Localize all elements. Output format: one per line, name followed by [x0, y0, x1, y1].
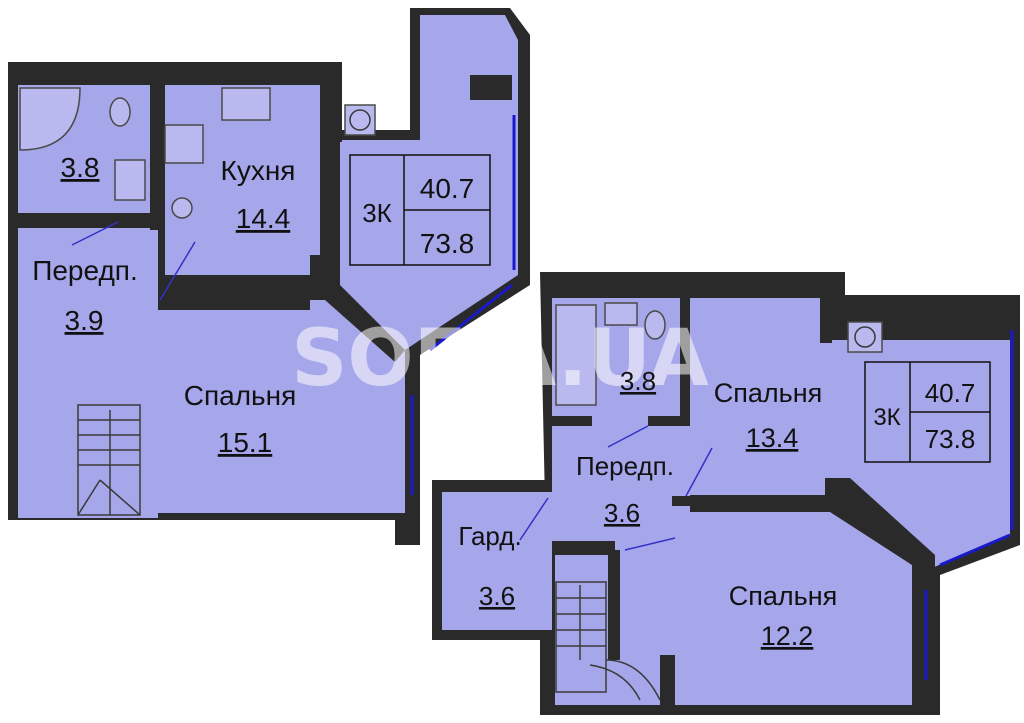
level2-bedroom-top — [690, 298, 1010, 568]
bathtub — [555, 304, 597, 406]
level1-kitchen-area: 14.4 — [236, 203, 291, 234]
level1-rooms-code: 3К — [362, 198, 392, 228]
level2-window — [939, 533, 1011, 567]
watermark: SOFIA.UA — [291, 314, 709, 404]
level2-partition — [672, 496, 832, 506]
level1-partition — [158, 300, 310, 310]
level1-bedroom-name: Спальня — [184, 380, 297, 411]
level1-living-area: 40.7 — [420, 173, 475, 204]
level2-bedroom-bottom-name: Спальня — [729, 581, 838, 611]
sink — [221, 87, 271, 121]
level1-partition — [118, 213, 158, 223]
level2-staircase — [555, 581, 661, 701]
level2-bedroom-top-name: Спальня — [714, 378, 823, 408]
gas-meter-icon — [171, 197, 193, 219]
level2-summary-box — [864, 361, 991, 463]
level2-partition — [680, 298, 690, 416]
level2-door-line — [607, 425, 649, 448]
level2-living-area: 40.7 — [925, 378, 976, 408]
level1-bedroom-area: 15.1 — [218, 427, 273, 458]
level2-bedroom-top-area: 13.4 — [746, 423, 799, 453]
level2-wardrobe-name: Гард. — [458, 521, 521, 551]
level1-partition — [18, 213, 68, 223]
level2-door-line — [519, 497, 549, 541]
level2-partition — [552, 416, 592, 426]
level2-partition — [820, 298, 832, 343]
level2-bedroom-bottom-area: 12.2 — [761, 621, 814, 651]
stove — [164, 124, 204, 164]
level2-bedroom-bottom — [615, 512, 912, 705]
level1-window — [429, 283, 513, 352]
level2-bathroom-area: 3.8 — [620, 366, 656, 396]
level1-summary-box — [349, 154, 491, 266]
boiler-icon — [854, 326, 876, 348]
level1-partition — [150, 85, 162, 230]
level2-partition — [608, 550, 620, 660]
level1-plan — [8, 8, 530, 545]
boiler-icon — [349, 109, 371, 131]
level1-partition — [470, 75, 512, 100]
level1-total-area: 73.8 — [420, 228, 475, 259]
level1-partition — [310, 255, 405, 362]
level1-hall — [18, 228, 158, 518]
level2-hall-name: Передп. — [576, 451, 674, 481]
level1-bathroom-area: 3.8 — [61, 152, 100, 183]
sink — [604, 302, 638, 326]
level1-kitchen-name: Кухня — [221, 155, 296, 186]
level2-wardrobe — [442, 492, 552, 630]
level2-door-line — [685, 447, 713, 497]
toilet — [109, 97, 131, 127]
bathtub-corner — [19, 87, 81, 151]
washing-machine — [114, 159, 146, 201]
level2-plan — [432, 272, 1020, 715]
level2-partition — [648, 416, 690, 426]
toilet — [644, 310, 666, 340]
level2-wardrobe-area: 3.6 — [479, 581, 515, 611]
level1-door-line — [71, 221, 119, 246]
level1-hall-name: Передп. — [32, 255, 138, 286]
level2-door-line — [624, 537, 676, 551]
level1-door-line — [159, 241, 196, 301]
level1-partition — [320, 62, 342, 142]
level2-hall-area: 3.6 — [604, 498, 640, 528]
level1-hall-area: 3.9 — [65, 305, 104, 336]
level2-total-area: 73.8 — [925, 424, 976, 454]
level1-staircase — [77, 404, 141, 516]
level2-partition — [825, 478, 935, 585]
level2-rooms-code: 3К — [873, 404, 900, 431]
